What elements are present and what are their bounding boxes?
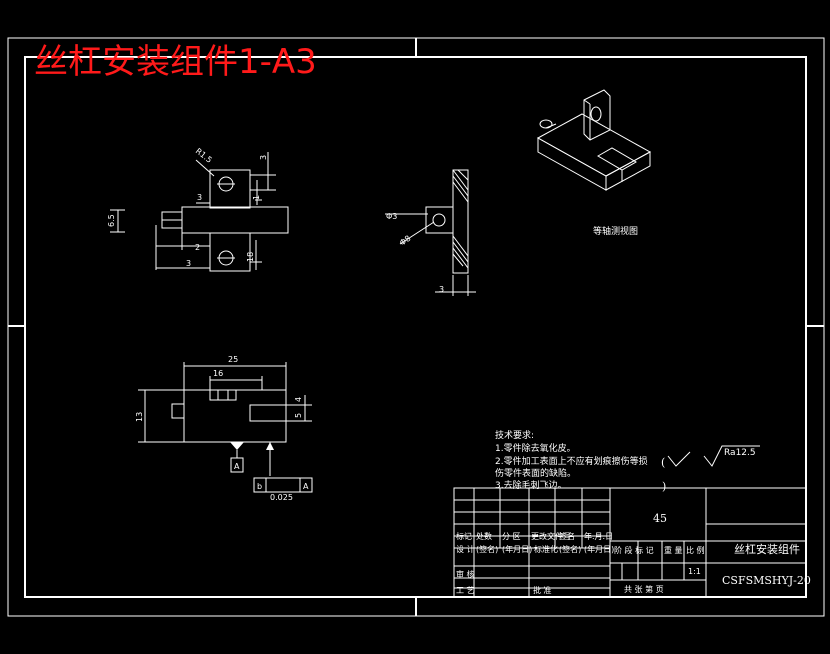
tech-req-item-2: 2.零件加工表面上不应有划痕擦伤等损 bbox=[495, 455, 648, 467]
top-dim-3a: 3 bbox=[259, 155, 268, 160]
sign-h-5: (年月日) bbox=[584, 544, 614, 554]
tech-req-item-1: 1.零件除去氧化皮。 bbox=[495, 442, 576, 454]
side-dim-phi8: Φ8 bbox=[398, 234, 412, 248]
isometric-view bbox=[536, 89, 652, 191]
sign-h-0: 设 计 bbox=[456, 544, 475, 554]
top-dim-1: 1 bbox=[252, 195, 261, 200]
stage-h-0: 阶 段 标 记 bbox=[614, 545, 654, 555]
tolerance-value: 0.025 bbox=[270, 493, 293, 502]
change-h-4: 签名 bbox=[559, 531, 575, 541]
side-dim-phi3: Φ3 bbox=[386, 212, 397, 221]
datum-label: A bbox=[234, 462, 240, 471]
front-dim-16: 16 bbox=[213, 369, 223, 378]
change-h-2: 分 区 bbox=[502, 532, 521, 541]
top-view bbox=[110, 152, 289, 272]
material: 45 bbox=[653, 512, 667, 525]
sheet-label: 共 张 第 页 bbox=[624, 584, 664, 594]
roughness-paren-open: ( bbox=[661, 456, 665, 469]
stage-h-2: 比 例 bbox=[686, 545, 705, 555]
roughness-value: Ra12.5 bbox=[724, 448, 756, 458]
top-dim-6_5: 6.5 bbox=[107, 214, 116, 227]
sign-h-1: (签名) bbox=[476, 544, 498, 554]
review-label: 审 核 bbox=[456, 569, 475, 579]
change-h-0: 标记 bbox=[456, 531, 472, 541]
front-dim-13: 13 bbox=[135, 412, 144, 422]
front-view bbox=[138, 362, 313, 493]
sign-h-2: (年月日) bbox=[502, 544, 532, 554]
roughness-check-icon bbox=[667, 451, 691, 467]
stage-h-1: 重 量 bbox=[664, 545, 683, 555]
iso-view-label: 等轴测视图 bbox=[593, 225, 638, 237]
front-dim-25: 25 bbox=[228, 355, 238, 364]
roughness-symbol-icon bbox=[703, 445, 760, 467]
change-h-5: 年.月.日 bbox=[584, 531, 613, 541]
drawing-number: CSFSMSHYJ-20 bbox=[722, 574, 811, 587]
tech-req-heading: 技术要求: bbox=[495, 429, 534, 441]
front-dim-4: 4 bbox=[294, 397, 303, 402]
sign-h-4: (签名) bbox=[559, 544, 581, 554]
title-block-grid bbox=[453, 487, 807, 598]
change-h-1: 处数 bbox=[476, 531, 492, 541]
roughness-paren-close: ) bbox=[662, 480, 666, 493]
sign-h-3: 标准化 bbox=[534, 544, 558, 554]
process-label: 工 艺 bbox=[456, 586, 475, 595]
tech-req-item-3: 伤零件表面的缺陷。 bbox=[495, 467, 576, 479]
top-dim-3c: 3 bbox=[186, 259, 191, 268]
approve-label: 批 准 bbox=[533, 585, 552, 595]
drawing-title: 丝杠安装组件1-A3 bbox=[34, 42, 317, 82]
part-name: 丝杠安装组件 bbox=[734, 542, 800, 556]
side-view bbox=[385, 169, 476, 296]
top-dim-3b: 3 bbox=[197, 193, 202, 202]
scale: 1:1 bbox=[688, 567, 701, 576]
top-dim-18: 18 bbox=[246, 252, 255, 262]
outer-border bbox=[7, 37, 825, 617]
tolerance-datum: A bbox=[303, 482, 309, 491]
front-dim-5: 5 bbox=[294, 413, 303, 418]
tech-req-item-4: 3.去除毛刺飞边。 bbox=[495, 479, 567, 491]
tolerance-symbol: b bbox=[257, 482, 262, 491]
inner-border bbox=[24, 56, 807, 598]
side-dim-3: 3 bbox=[439, 285, 444, 294]
top-dim-2: 2 bbox=[195, 243, 200, 252]
top-dim-r: R1.5 bbox=[194, 146, 214, 164]
change-h-3: 更改文件号 bbox=[531, 531, 571, 541]
